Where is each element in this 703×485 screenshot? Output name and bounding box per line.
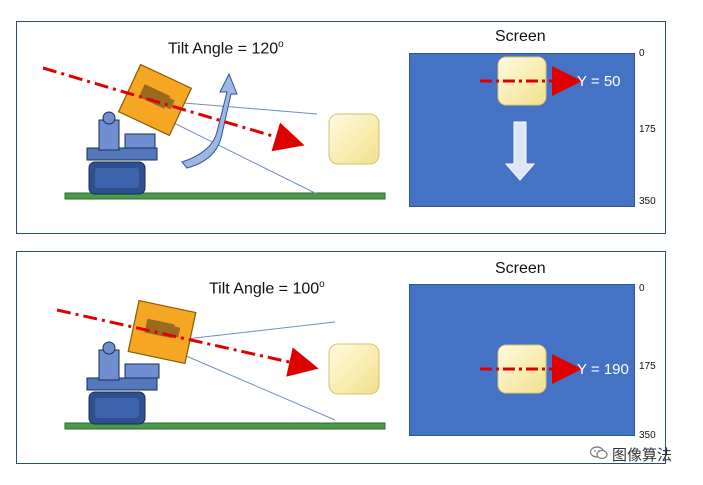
tilt-direction-arrow — [181, 72, 238, 169]
tilt-120-panel: Tilt Angle = 120o Screen Y = 50 0 175 35… — [16, 21, 666, 234]
ground-plate — [64, 192, 386, 200]
tilt-100-scene — [56, 299, 386, 430]
tilt-100-panel: Tilt Angle = 100o Screen Y = 190 0 175 3… — [16, 251, 666, 464]
y-value-label: Y = 50 — [577, 73, 621, 90]
servo-base — [86, 341, 160, 425]
laser-beam — [56, 308, 319, 377]
tick-0: 0 — [639, 48, 645, 59]
tilt-angle-label: Tilt Angle = 120o — [168, 39, 284, 58]
screen-title: Screen — [495, 28, 546, 45]
view-cone — [176, 321, 336, 421]
tilt-angle-label: Tilt Angle = 100o — [209, 279, 325, 298]
screen-title: Screen — [495, 260, 546, 277]
laser-beam — [42, 66, 305, 152]
camera-body — [127, 299, 197, 365]
tick-0: 0 — [639, 283, 645, 294]
watermark: 图像算法 — [589, 444, 673, 465]
servo-base — [86, 111, 158, 195]
screen-content — [480, 56, 582, 181]
screen-content — [480, 344, 582, 394]
y-value-label: Y = 190 — [577, 361, 629, 378]
ground-plate — [64, 422, 386, 430]
camera-screen — [409, 53, 635, 207]
tilt-120-scene — [42, 63, 386, 200]
tick-350: 350 — [639, 430, 656, 441]
tick-350: 350 — [639, 196, 656, 207]
view-cone — [171, 101, 318, 195]
tick-175: 175 — [639, 124, 656, 135]
watermark-text: 图像算法 — [612, 447, 673, 464]
target-object — [328, 343, 380, 395]
wechat-icon — [589, 446, 608, 463]
target-object — [328, 113, 380, 165]
down-arrow-icon — [504, 121, 536, 181]
camera-screen — [409, 284, 635, 436]
tick-175: 175 — [639, 361, 656, 372]
